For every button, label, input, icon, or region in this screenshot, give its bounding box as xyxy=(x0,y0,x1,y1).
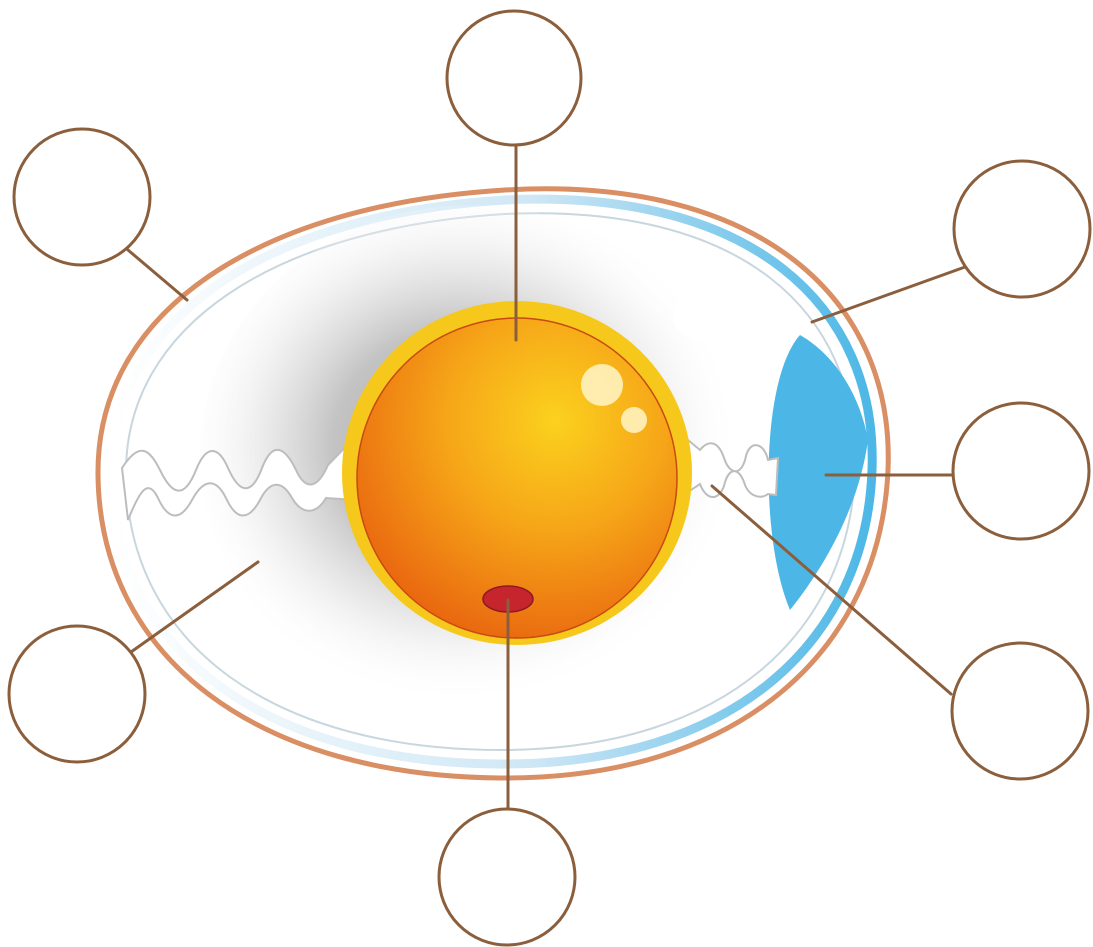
albumen-highlight xyxy=(673,296,737,340)
label-circle-albumen[interactable] xyxy=(7,624,147,764)
leader-line-membrane xyxy=(810,265,967,324)
chalaza-right xyxy=(674,427,780,498)
leader-line-albumen xyxy=(129,560,260,654)
label-circle-membrane[interactable] xyxy=(952,159,1092,299)
leader-line-shell xyxy=(126,248,189,302)
leader-lines xyxy=(126,143,967,812)
label-circle-chalaza[interactable] xyxy=(950,641,1090,781)
air-cell xyxy=(768,335,868,610)
label-circle-yolk[interactable] xyxy=(445,9,583,147)
chalaza-left xyxy=(120,429,362,521)
yolk-highlight-large xyxy=(581,364,623,406)
shell-membrane xyxy=(107,194,877,769)
yolk-highlight-small xyxy=(621,407,647,433)
inner-membrane-line xyxy=(124,212,857,752)
label-circle-air-cell[interactable] xyxy=(951,401,1091,541)
label-circle-shell[interactable] xyxy=(12,127,152,267)
label-circles xyxy=(7,9,1092,947)
label-circle-germinal-disc[interactable] xyxy=(437,807,577,947)
leader-line-chalaza xyxy=(710,484,953,696)
